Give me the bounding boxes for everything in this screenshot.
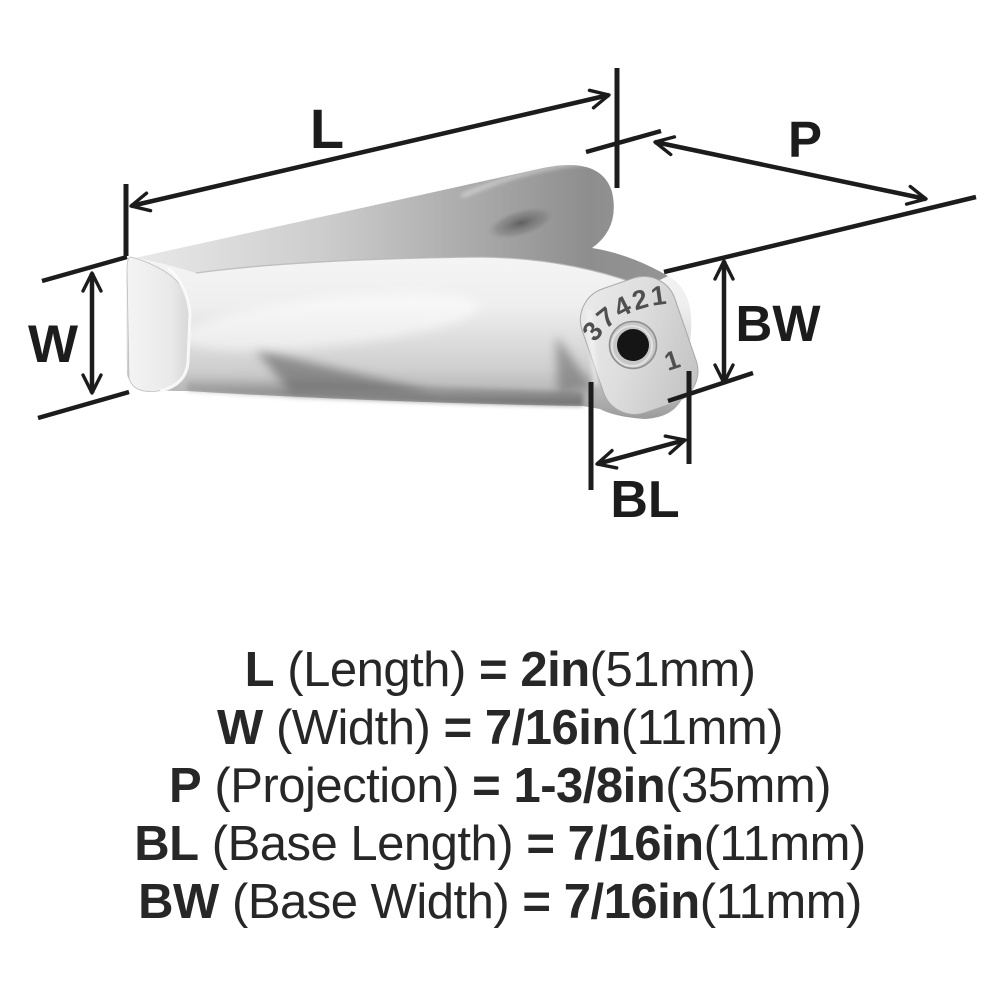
dimension-BW: BW (667, 259, 822, 404)
BL-dimension-line (595, 434, 687, 470)
top-face-edge-line (195, 256, 646, 288)
BW-extension-line-bottom (667, 370, 754, 404)
knob-illustration: 37421 1 (126, 160, 699, 419)
spec-value: 7/16in (563, 875, 700, 929)
spec-metric: (11mm) (620, 701, 784, 755)
spec-label: P (168, 759, 202, 813)
end-face-rim (159, 266, 192, 393)
spec-label: W (217, 701, 263, 755)
dimension-L: L (123, 68, 620, 256)
spec-row-base-width: BW(Base Width)=7/16in(11mm) (0, 873, 1000, 931)
spec-label: BL (134, 817, 199, 871)
spec-row-projection: P(Projection)=1-3/8in(35mm) (0, 757, 1000, 815)
P-extension-line-right (663, 194, 977, 275)
spec-value: 7/16in (484, 701, 621, 755)
spec-value: 1-3/8in (513, 759, 666, 813)
hole-countersink-highlight (611, 325, 653, 367)
spec-metric: (51mm) (589, 643, 756, 697)
P-extension-segment-left (585, 128, 662, 155)
spec-row-width: W(Width)=7/16in(11mm) (0, 699, 1000, 757)
dimension-BL: BL (588, 371, 692, 529)
spec-equals: = (472, 759, 501, 813)
P-label: P (788, 111, 822, 168)
L-dimension-line (129, 88, 611, 213)
base-left-highlight (587, 309, 598, 387)
knob-dimension-drawing: 37421 1 L P W (28, 68, 977, 529)
screw-hole (617, 329, 649, 361)
BL-label: BL (610, 471, 679, 529)
spec-label: BW (138, 875, 219, 929)
P-dimension-line (653, 135, 928, 206)
dimension-W: W (28, 254, 130, 421)
spec-name: (Projection) (214, 759, 459, 813)
BW-label: BW (736, 295, 822, 352)
spec-list: L(Length)=2in(51mm) W(Width)=7/16in(11mm… (0, 641, 1000, 931)
spec-metric: (11mm) (699, 875, 863, 929)
fillet-shadow (486, 206, 556, 240)
dimension-annotations: L P W BW (28, 68, 977, 529)
spec-equals: = (526, 817, 555, 871)
front-highlight (180, 293, 480, 351)
spec-equals: = (522, 875, 551, 929)
spec-name: (Width) (275, 701, 431, 755)
spec-name: (Length) (287, 643, 466, 697)
spec-row-base-length: BL(Base Length)=7/16in(11mm) (0, 815, 1000, 873)
spec-name: (Base Length) (211, 817, 514, 871)
spec-row-length: L(Length)=2in(51mm) (0, 641, 1000, 699)
spec-equals: = (478, 643, 508, 697)
spec-value: 2in (520, 643, 590, 697)
W-extension-line-top (41, 254, 128, 284)
spec-metric: (35mm) (665, 759, 831, 813)
W-label: W (28, 315, 78, 374)
spec-label: L (244, 643, 275, 697)
stem-shadow (556, 336, 594, 394)
spec-value: 7/16in (567, 817, 704, 871)
L-label: L (310, 97, 344, 160)
bottom-edge-shadow (187, 376, 583, 406)
W-extension-line-bottom (37, 389, 130, 421)
dimension-P: P (585, 111, 977, 275)
spec-metric: (11mm) (703, 817, 867, 871)
spec-name: (Base Width) (232, 875, 510, 929)
spec-equals: = (443, 701, 473, 755)
